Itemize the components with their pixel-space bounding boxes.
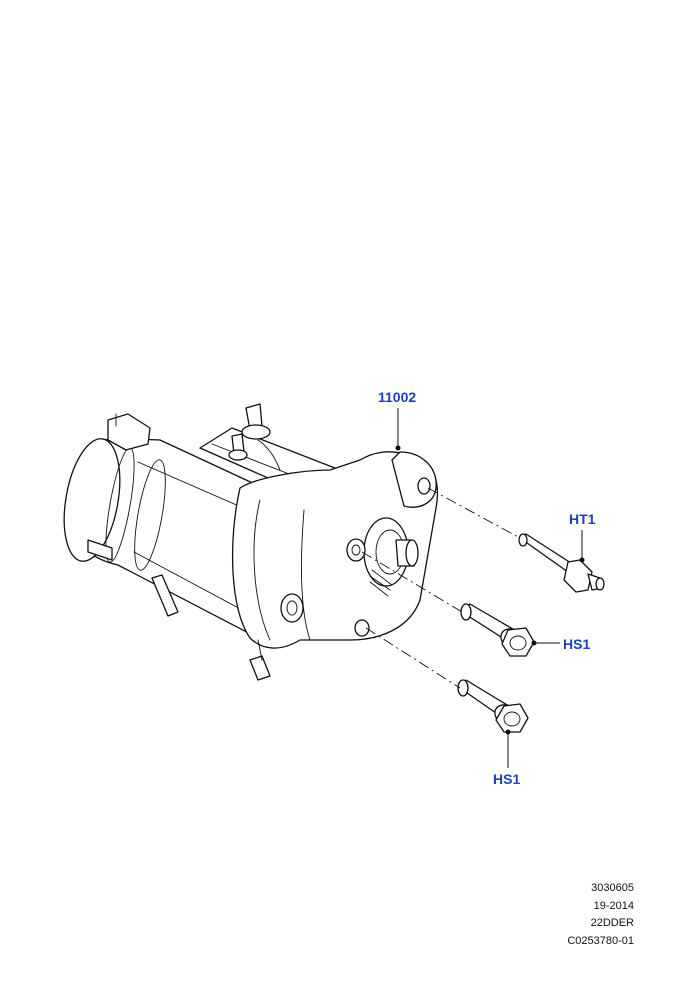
- reference-line-4: C0253780-01: [567, 934, 634, 947]
- assembly-centerlines: [361, 487, 521, 689]
- leader-lines: [395, 408, 585, 768]
- bolt-hs1-lower-illustration: [457, 679, 529, 733]
- stud-ht1-illustration: [518, 533, 605, 593]
- reference-line-2: 19-2014: [593, 899, 634, 912]
- reference-line-1: 3030605: [591, 882, 634, 894]
- reference-block: 3030605 19-2014 22DDER C0253780-01: [567, 880, 634, 950]
- callout-ht1-stud[interactable]: HT1: [569, 511, 596, 527]
- callout-hs1-bolt-upper[interactable]: HS1: [563, 636, 591, 652]
- callout-hs1-bolt-lower[interactable]: HS1: [493, 771, 521, 787]
- bolt-hs1-upper-illustration: [460, 603, 535, 657]
- reference-line-3: 22DDER: [590, 917, 634, 929]
- callout-11002-starter-motor[interactable]: 11002: [378, 389, 417, 405]
- starter-motor-illustration: [63, 403, 439, 681]
